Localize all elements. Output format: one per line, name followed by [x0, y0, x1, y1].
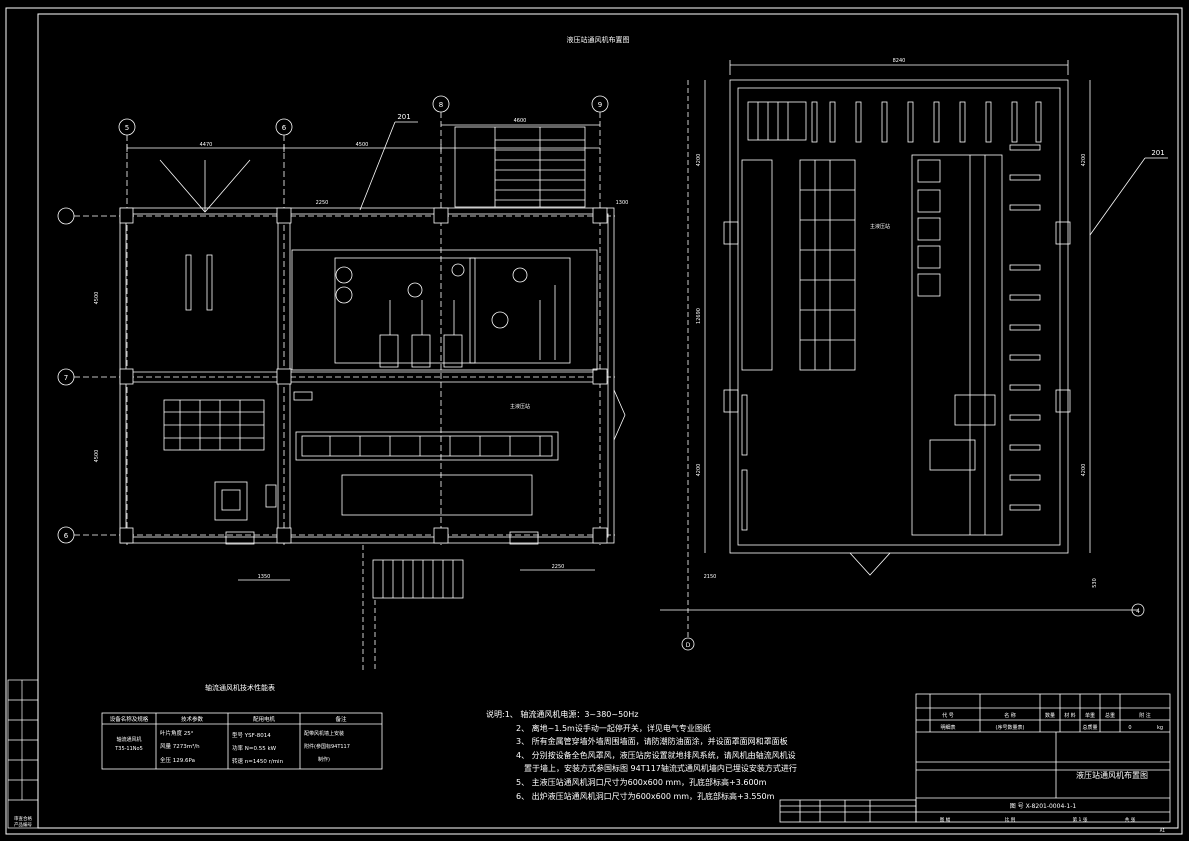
- tb-misc-1: 总质量: [1082, 724, 1097, 731]
- tb-field-7: 附 注: [1139, 712, 1151, 719]
- right-dim-right-2: 4200: [1081, 464, 1087, 477]
- tb-field-6: 总重: [1105, 712, 1115, 719]
- dim-side-1: 4500: [94, 292, 100, 305]
- axis-6: 6: [282, 124, 287, 132]
- right-plan: [660, 60, 1168, 651]
- tb-title: 液压站通风机布置图: [1076, 770, 1148, 780]
- spec-name-2: T35-11No5: [114, 746, 143, 752]
- spec-header-1: 设备名称及规格: [110, 715, 149, 723]
- leader-label-left: 201: [397, 113, 410, 121]
- drawing-title: 液压站通风机布置图: [567, 35, 630, 44]
- note-line: 说明:1、 轴流通风机电源：3~380~50Hz: [486, 710, 639, 719]
- dim-top-3: 4600: [514, 118, 527, 124]
- leader-label-right: 201: [1151, 149, 1164, 157]
- axis-5: 5: [125, 124, 129, 132]
- note-line: 置于墙上，安装方式参国标图 94T117轴流式通风机墙内已埋设安装方式进行: [524, 764, 797, 774]
- right-axis-4: 4: [1136, 608, 1140, 615]
- axis-8: 8: [439, 101, 443, 109]
- side-tag-2: 产品编号: [14, 821, 32, 828]
- tb-bottom-1: 图 幅: [940, 816, 951, 823]
- dim-top-2: 4500: [356, 142, 369, 148]
- spec-header-2: 技术参数: [181, 715, 204, 723]
- tb-bottom-4: 共 张: [1125, 816, 1136, 823]
- spec-name-1: 轴流通风机: [116, 736, 141, 743]
- spec-header-3: 配用电机: [253, 715, 276, 723]
- tb-drawing-no: 图 号 X-8201-0004-1-1: [1010, 803, 1077, 810]
- tb-field-3: 数量: [1045, 712, 1055, 719]
- tb-weight: 0: [1128, 725, 1131, 731]
- axis-9: 9: [598, 101, 602, 109]
- tb-bottom-2: 比 例: [1005, 816, 1016, 823]
- dim-inner-2: 1300: [616, 200, 629, 206]
- side-tag-1: 审查合格: [14, 815, 32, 822]
- inner-frame: [37, 13, 1179, 829]
- right-dim-top: 8240: [893, 58, 906, 64]
- title-block: [779, 693, 1171, 823]
- corner-label: A1: [1160, 828, 1166, 833]
- right-dim-left-1: 4200: [696, 154, 702, 167]
- spec-param-3: 全压 129.6Pa: [160, 756, 195, 764]
- dim-bottom-2: 2250: [552, 564, 565, 570]
- notes-block: 说明:1、 轴流通风机电源：3~380~50Hz 2、 离地~1.5m设手动一起…: [486, 708, 797, 803]
- dim-top-1: 4470: [200, 142, 213, 148]
- note-line: 5、 主液压站通风机洞口尺寸为600x600 mm，孔底部标高+3.600m: [516, 777, 767, 787]
- tb-misc-3: (序号数量表): [996, 724, 1025, 731]
- spec-motor-3: 转速 n=1450 r/min: [232, 757, 284, 765]
- spec-remark-2: 附件(参国标94T117: [304, 743, 350, 750]
- left-plan: [57, 95, 626, 670]
- right-dim-left-3: 4200: [696, 464, 702, 477]
- right-dim-bottom-1: 2150: [704, 574, 717, 580]
- spec-param-1: 叶片角度 25°: [160, 729, 194, 737]
- dim-bottom-1: 1350: [258, 574, 271, 580]
- tb-field-4: 材 料: [1064, 712, 1076, 719]
- spec-motor-2: 功率 N=0.55 kW: [232, 744, 277, 752]
- right-axis-d: D: [686, 642, 691, 649]
- left-side-strip: [7, 679, 39, 829]
- room-label-left: 主液压站: [510, 403, 530, 410]
- axis-7: 7: [64, 374, 68, 382]
- spec-remark-1: 配带风机墙上安装: [304, 730, 344, 737]
- spec-table-title: 轴流通风机技术性能表: [205, 683, 275, 692]
- spec-table: [101, 712, 383, 770]
- tb-field-2: 名 称: [1004, 712, 1016, 719]
- right-dim-left-2: 12690: [696, 308, 702, 324]
- outer-frame: [5, 7, 1183, 835]
- tb-bottom-3: 第 1 张: [1073, 816, 1088, 823]
- room-label-right: 主液压站: [870, 223, 890, 230]
- note-line: 6、 出炉液压站通风机洞口尺寸为600x600 mm，孔底部标高+3.550m: [516, 791, 775, 801]
- right-dim-bottom-2: 530: [1092, 578, 1098, 588]
- tb-unit: kg: [1157, 725, 1163, 731]
- spec-motor-1: 型号 YSF-8014: [232, 731, 271, 739]
- tb-field-1: 代 号: [942, 712, 954, 719]
- spec-header-4: 备注: [335, 715, 347, 723]
- spec-remark-3: 制作): [318, 756, 330, 763]
- axis-6b: 6: [64, 532, 69, 540]
- note-line: 4、 分别按设备全色风罩风，液压站房设置就地排风系统，请风机由轴流风机设: [516, 750, 796, 760]
- dim-inner-1: 2250: [316, 200, 329, 206]
- tb-misc-2: 明细表: [940, 724, 955, 731]
- note-line: 3、 所有金属管穿墙外墙周围墙面，请防潮防油面涂，并设面罩面网和罩面板: [516, 737, 788, 747]
- right-dim-right-1: 4200: [1081, 154, 1087, 167]
- dim-side-2: 4500: [94, 450, 100, 463]
- tb-field-5: 单重: [1085, 712, 1095, 719]
- spec-param-2: 风量 7273m³/h: [160, 743, 200, 750]
- note-line: 2、 离地~1.5m设手动一起停开关，详见电气专业图纸: [516, 723, 711, 733]
